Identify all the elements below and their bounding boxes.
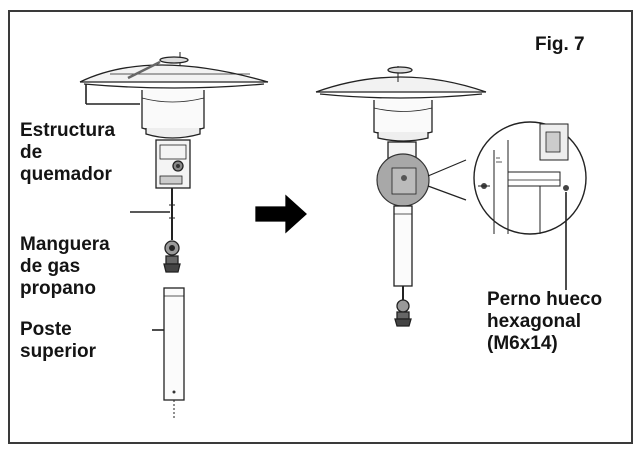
detail-zoom bbox=[427, 121, 587, 290]
figure-number: Fig. 7 bbox=[535, 34, 585, 55]
burner-label: Estructura de quemador bbox=[20, 120, 116, 185]
arrow-icon bbox=[255, 194, 307, 234]
left-heater bbox=[79, 52, 269, 420]
post-label: Poste superior bbox=[20, 319, 97, 362]
right-heater bbox=[315, 66, 487, 327]
figure-frame bbox=[8, 10, 633, 444]
bolt-label: Perno hueco hexagonal (M6x14) bbox=[487, 289, 603, 354]
hose-label: Manguera de gas propano bbox=[20, 234, 110, 299]
